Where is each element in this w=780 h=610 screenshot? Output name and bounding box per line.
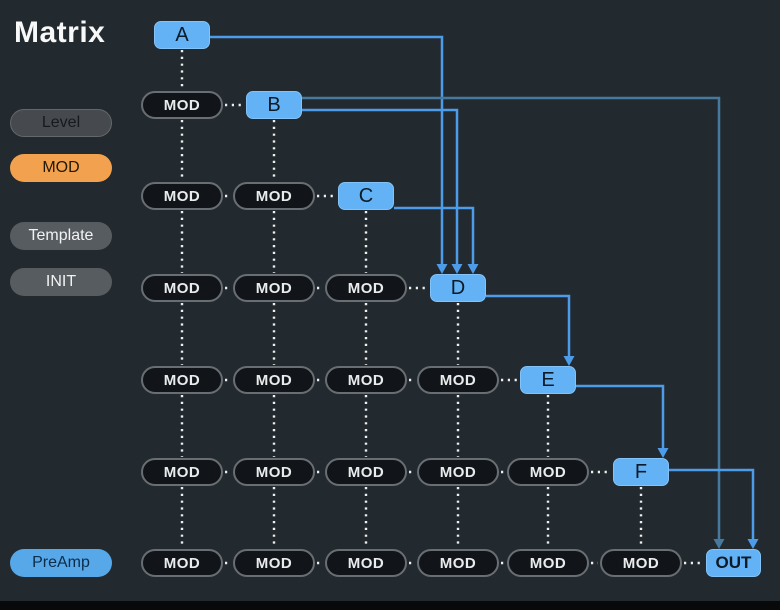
mod-cell-r2c0[interactable]: MOD bbox=[141, 182, 223, 210]
mod-cell-r4c1[interactable]: MOD bbox=[233, 366, 315, 394]
mod-cell-r6c5[interactable]: MOD bbox=[600, 549, 682, 577]
connection-E-to-F bbox=[576, 384, 665, 449]
mod-cell-r6c3[interactable]: MOD bbox=[417, 549, 499, 577]
arrowhead-E-to-F bbox=[657, 448, 669, 458]
arrowhead-B-to-OUT bbox=[713, 539, 725, 549]
arrowhead-B-to-D bbox=[451, 264, 463, 274]
connection-D-to-E bbox=[486, 294, 571, 357]
operator-B[interactable]: B bbox=[246, 91, 302, 119]
bottom-bar bbox=[0, 601, 780, 610]
mod-cell-r3c1[interactable]: MOD bbox=[233, 274, 315, 302]
operator-E[interactable]: E bbox=[520, 366, 576, 394]
mod-cell-r6c4[interactable]: MOD bbox=[507, 549, 589, 577]
connection-A-to-D bbox=[210, 35, 444, 265]
mod-cell-r6c2[interactable]: MOD bbox=[325, 549, 407, 577]
mod-cell-r3c2[interactable]: MOD bbox=[325, 274, 407, 302]
operator-OUT[interactable]: OUT bbox=[706, 549, 761, 577]
mod-cell-r3c0[interactable]: MOD bbox=[141, 274, 223, 302]
mod-cell-r5c4[interactable]: MOD bbox=[507, 458, 589, 486]
mod-cell-r5c1[interactable]: MOD bbox=[233, 458, 315, 486]
connection-C-to-D bbox=[394, 206, 475, 265]
mod-cell-r5c2[interactable]: MOD bbox=[325, 458, 407, 486]
preamp-button[interactable]: PreAmp bbox=[10, 549, 112, 577]
mod-cell-r6c1[interactable]: MOD bbox=[233, 549, 315, 577]
init-button[interactable]: INIT bbox=[10, 268, 112, 296]
mod-cell-r1c0[interactable]: MOD bbox=[141, 91, 223, 119]
mod-cell-r6c0[interactable]: MOD bbox=[141, 549, 223, 577]
operator-A[interactable]: A bbox=[154, 21, 210, 49]
mod-cell-r5c3[interactable]: MOD bbox=[417, 458, 499, 486]
operator-D[interactable]: D bbox=[430, 274, 486, 302]
mod-cell-r4c2[interactable]: MOD bbox=[325, 366, 407, 394]
template-button[interactable]: Template bbox=[10, 222, 112, 250]
mod-cell-r2c1[interactable]: MOD bbox=[233, 182, 315, 210]
operator-F[interactable]: F bbox=[613, 458, 669, 486]
operator-C[interactable]: C bbox=[338, 182, 394, 210]
connection-F-to-OUT bbox=[669, 468, 755, 540]
arrowhead-D-to-E bbox=[563, 356, 575, 366]
page-title: Matrix bbox=[14, 16, 106, 49]
mod-cell-r5c0[interactable]: MOD bbox=[141, 458, 223, 486]
mod-cell-r4c0[interactable]: MOD bbox=[141, 366, 223, 394]
arrowhead-C-to-D bbox=[467, 264, 479, 274]
level-button[interactable]: Level bbox=[10, 109, 112, 137]
arrowhead-A-to-D bbox=[436, 264, 448, 274]
mod-cell-r4c3[interactable]: MOD bbox=[417, 366, 499, 394]
arrowhead-F-to-OUT bbox=[747, 539, 759, 549]
mod-tab-button[interactable]: MOD bbox=[10, 154, 112, 182]
connection-B-to-D bbox=[302, 108, 459, 265]
connection-B-to-OUT bbox=[302, 96, 721, 540]
